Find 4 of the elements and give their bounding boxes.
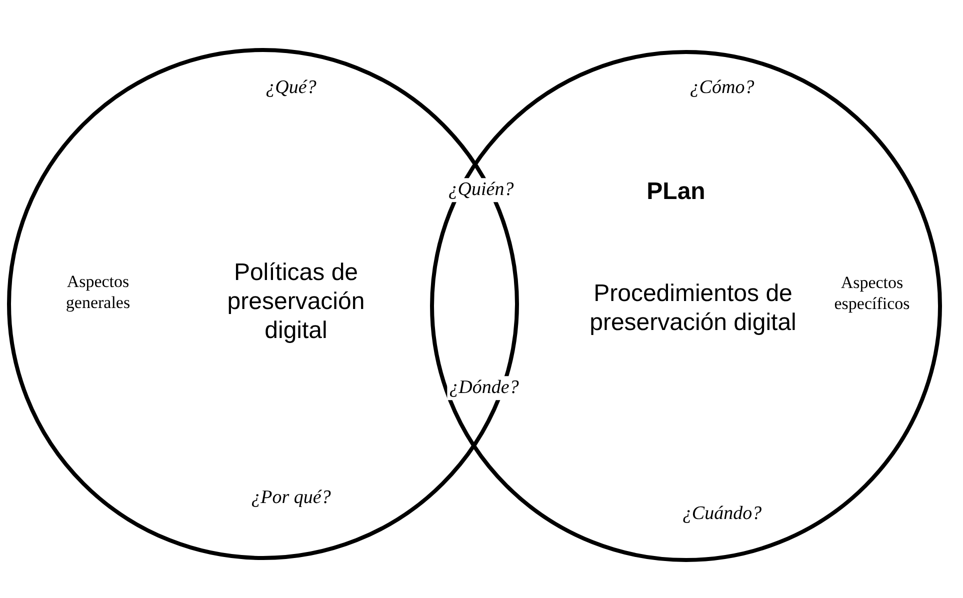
question-label: ¿Quién? — [446, 178, 516, 202]
circle-title: Políticas de preservación digital — [226, 258, 366, 346]
circle-title: Procedimientos de preservación digital — [588, 280, 798, 338]
question-label: ¿Dónde? — [447, 376, 521, 400]
